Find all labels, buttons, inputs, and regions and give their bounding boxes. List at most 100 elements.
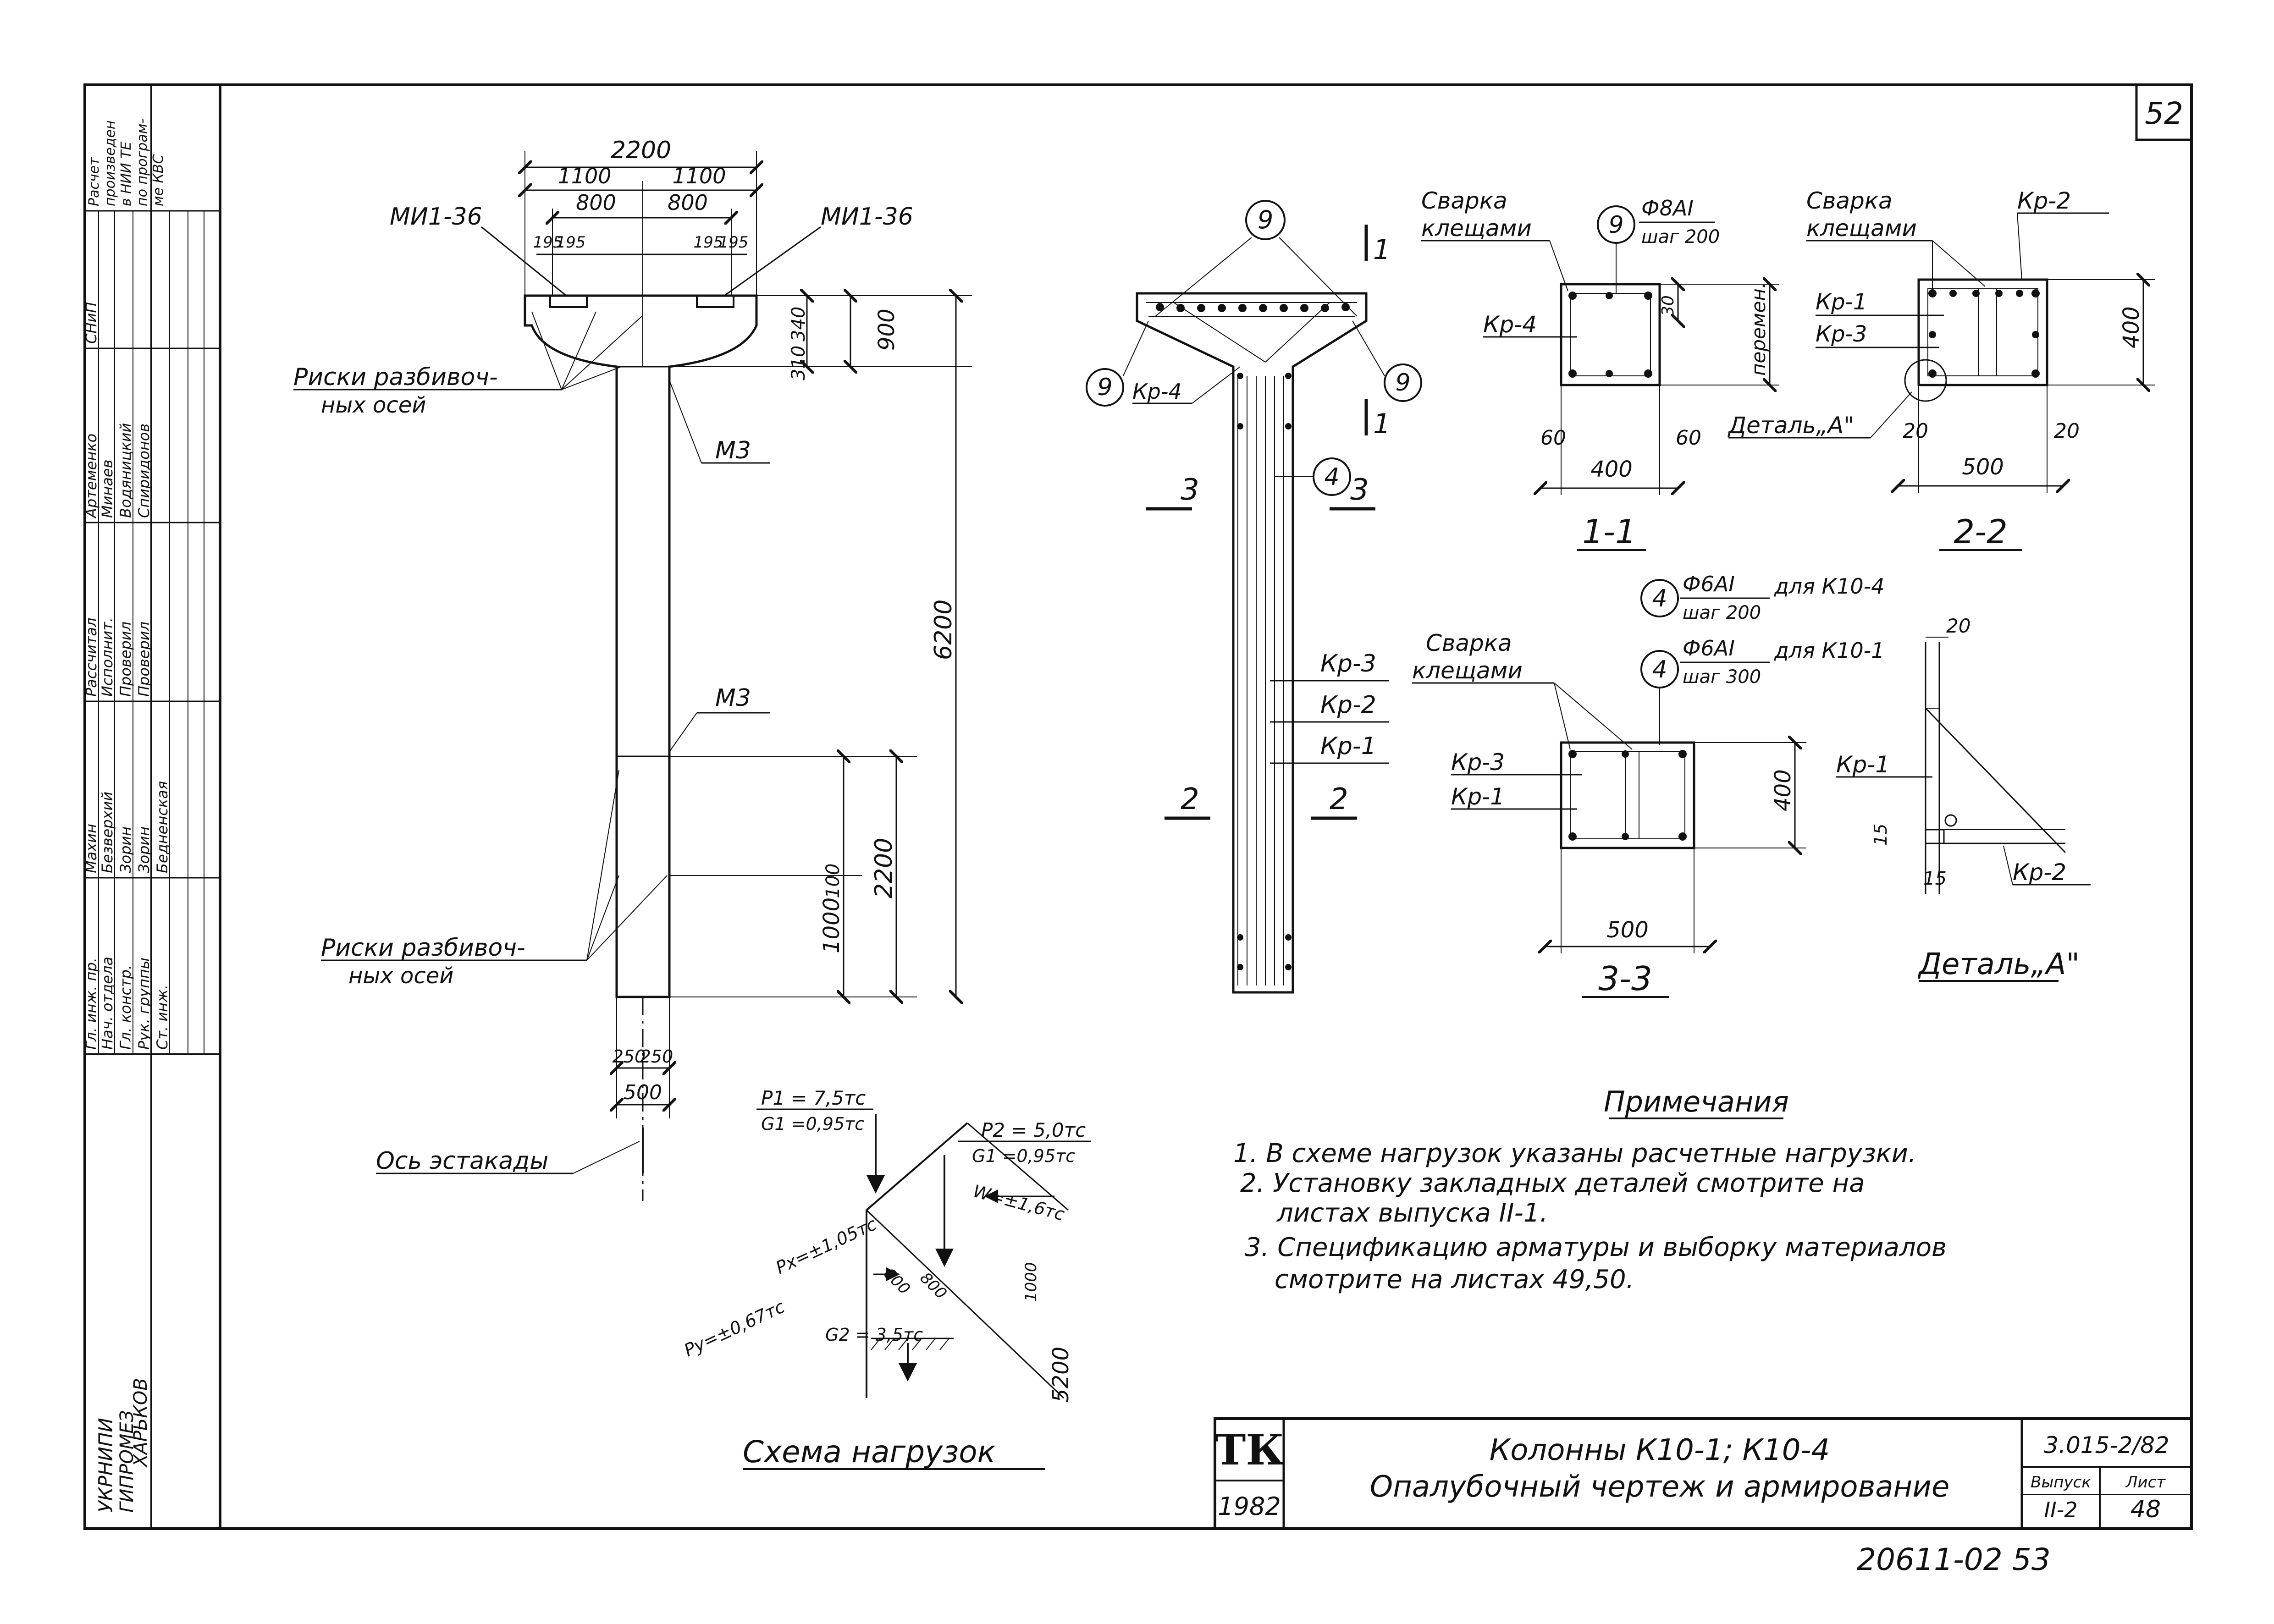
stamp-role-1: Гл. инж. пр. <box>83 958 100 1050</box>
stamp-name-1: Махин <box>83 824 100 873</box>
load-p1: P1 = 7,5тс <box>761 1087 866 1109</box>
load-dim-800: 800 <box>916 1269 950 1303</box>
risk-top-2: ных осей <box>321 392 426 418</box>
detail-kr1: Кр-1 <box>1836 751 1890 778</box>
load-g1-left: G1 =0,95тс <box>761 1114 864 1134</box>
s33-welding-2: клещами <box>1412 657 1523 684</box>
load-title: Схема нагрузок <box>743 1434 996 1470</box>
detail-kr2: Кр-2 <box>2013 859 2066 886</box>
dim-195-c: 195 <box>694 233 723 252</box>
section-2-right: 2 <box>1330 782 1348 816</box>
load-w: W=±1,6тс <box>971 1181 1067 1225</box>
title-sheet-value: 48 <box>2130 1496 2161 1523</box>
title-sheet-label: Лист <box>2125 1473 2166 1492</box>
tag-9-left-circle <box>1086 368 1124 407</box>
dim-340: 340 <box>788 307 809 341</box>
stamp-org-1: УКРНИПИ <box>94 1418 117 1513</box>
detail-dim-15a: 15 <box>1871 824 1891 846</box>
s33-dim-500: 500 <box>1606 917 1649 943</box>
title-line-2: Опалубочный чертеж и армирование <box>1370 1470 1950 1504</box>
stamp-name2-1: Артеменко <box>83 434 100 519</box>
m3-label-top: М3 <box>715 437 751 464</box>
title-issue-value: II-2 <box>2044 1497 2078 1522</box>
formwork-view: 2200 1100 1100 800 800 195 195 195 195 М… <box>293 137 972 1201</box>
tag-9-left: 9 <box>1097 374 1112 401</box>
section-1-top: 1 <box>1373 234 1391 266</box>
note-2b: листах выпуска II-1. <box>1276 1198 1548 1228</box>
detail-dim-15b: 15 <box>1923 868 1947 889</box>
title-block: ТК 1982 Колонны К10-1; К10-4 Опалубочный… <box>1214 1417 2193 1530</box>
load-dim-1000: 1000 <box>1022 1262 1040 1302</box>
section-2-left: 2 <box>1181 782 1199 816</box>
s11-welding-1: Сварка <box>1421 187 1507 214</box>
stamp-note-1: Расчет <box>86 157 102 206</box>
stamp-role-2: Нач. отдела <box>99 957 116 1050</box>
notes: Примечания 1. В схеме нагрузок указаны р… <box>1233 1085 1947 1294</box>
dim-1100-right: 1100 <box>672 164 726 188</box>
s33-welding-1: Сварка <box>1426 630 1512 656</box>
s22-dim-500: 500 <box>1962 454 2004 480</box>
s33-dim-400: 400 <box>1770 769 1796 811</box>
risk-top-1: Риски разбивоч- <box>293 363 498 391</box>
stamp-name2-3: Водяницкий <box>117 423 134 518</box>
detail-label: Деталь„А" <box>1917 947 2080 981</box>
stamp-name3-1: СНиП <box>83 302 100 344</box>
section-3-3: Сварка клещами Кр-3 Кр-1 400 500 3-3 <box>1412 630 1806 998</box>
tag-9-right-circle <box>1384 363 1422 402</box>
stirrup-a-for: для К10-4 <box>1774 574 1885 599</box>
kr2-label: Кр-2 <box>1320 691 1376 719</box>
tag-4: 4 <box>1324 463 1339 491</box>
s22-dim-400: 400 <box>2119 306 2144 348</box>
load-p2: P2 = 5,0тс <box>981 1119 1086 1141</box>
detail-dim-20: 20 <box>1946 615 1970 637</box>
kr3-label: Кр-3 <box>1320 650 1376 677</box>
dim-195-d: 195 <box>719 233 749 252</box>
stamp-role2-3: Проверил <box>117 622 134 697</box>
section-2-2: Сварка клещами Кр-2 Кр-1 Кр-3 Деталь„А" … <box>1728 187 2155 551</box>
detail-a: 20 Кр-1 15 15 Кр-2 Деталь„А" <box>1836 615 2091 982</box>
dim-500-bottom: 500 <box>624 1081 662 1104</box>
bottom-stamp: 20611-02 53 <box>1857 1542 2051 1577</box>
s11-dim-30: 30 <box>1659 295 1678 316</box>
load-py: Py=±0,67тс <box>681 1296 788 1360</box>
s11-dim-60b: 60 <box>1676 426 1701 450</box>
stirrup-b-for: для К10-1 <box>1774 638 1885 663</box>
embedded-plate-left <box>549 295 588 308</box>
dim-800-left: 800 <box>576 190 616 215</box>
s22-dim-20a: 20 <box>1903 419 1928 443</box>
s22-kr3: Кр-3 <box>1816 321 1867 347</box>
m3-label-mid: М3 <box>715 684 751 712</box>
stamp-note-5: ме КВС <box>150 154 166 206</box>
load-g1-right: G1 =0,95тс <box>972 1146 1075 1166</box>
stirrup-b-step: шаг 300 <box>1683 666 1761 688</box>
stirrup-tag-a: 4 <box>1652 585 1667 612</box>
section-1-1: Сварка клещами 9 Ф8АI шаг 200 Кр-4 30 пе… <box>1421 187 1779 551</box>
risk-bot-2: ных осей <box>348 963 453 989</box>
dim-1100-left: 1100 <box>557 164 611 188</box>
s22-kr1: Кр-1 <box>1816 289 1867 315</box>
note-3: 3. Спецификацию арматуры и выборку матер… <box>1245 1233 1947 1262</box>
embedded-plate-right <box>696 295 734 308</box>
stirrup-tag-b: 4 <box>1652 656 1667 683</box>
load-g2: G2 = 3,5тс <box>825 1325 923 1345</box>
s11-dim-60a: 60 <box>1540 426 1566 450</box>
section-3-right: 3 <box>1350 473 1369 507</box>
stamp-note-2: произведен <box>102 121 118 206</box>
dim-1000: 1000 <box>819 897 844 953</box>
dim-100: 100 <box>822 864 844 898</box>
title-line-1: Колонны К10-1; К10-4 <box>1490 1433 1830 1467</box>
note-2: 2. Установку закладных деталей смотрите … <box>1240 1168 1865 1198</box>
stamp-name2-4: Спиридонов <box>135 424 153 518</box>
cage-outline <box>1136 292 1368 994</box>
dim-900: 900 <box>874 308 900 351</box>
dim-250-a: 250 <box>613 1046 646 1067</box>
s22-detail: Деталь„А" <box>1728 412 1854 439</box>
s11-permen: перемен. <box>1747 282 1770 376</box>
load-dim-5200: 5200 <box>1048 1347 1074 1403</box>
load-px: Px=±1,05тс <box>773 1214 879 1278</box>
section-3-left: 3 <box>1181 473 1199 507</box>
notes-heading: Примечания <box>1604 1085 1789 1118</box>
stirrup-a-step: шаг 200 <box>1683 602 1761 623</box>
s22-welding-1: Сварка <box>1806 187 1893 214</box>
